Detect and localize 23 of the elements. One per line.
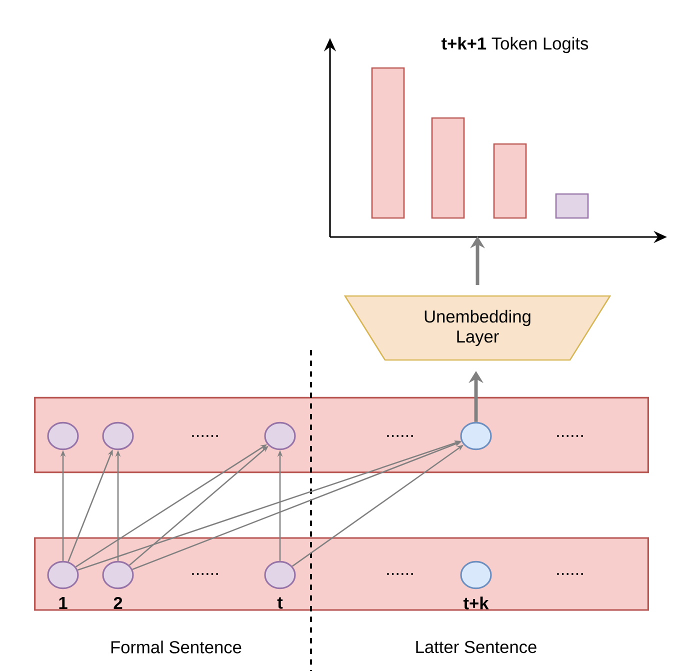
token-circle — [264, 422, 296, 450]
layer-band — [34, 537, 649, 611]
ellipsis: ...... — [387, 573, 413, 575]
token-index: t — [277, 597, 283, 609]
section-label: Formal Sentence — [111, 640, 242, 654]
ellipsis: ...... — [557, 435, 583, 437]
token-circle — [47, 422, 79, 450]
ellipsis: ...... — [557, 573, 583, 575]
section-label: Latter Sentence — [416, 640, 536, 654]
ellipsis: ...... — [192, 435, 218, 437]
token-index: t+k — [463, 596, 489, 610]
layer-band — [34, 396, 649, 474]
token-index: 2 — [114, 596, 122, 610]
token-circle — [264, 560, 296, 590]
token-circle — [102, 422, 134, 450]
token-circle — [47, 560, 79, 590]
chart-title: t+k+1 Token Logits — [442, 36, 588, 54]
token-circle — [102, 560, 134, 590]
token-index: 1 — [59, 597, 68, 609]
ellipsis: ...... — [387, 435, 413, 437]
ellipsis: ...... — [192, 573, 218, 575]
token-circle — [460, 422, 492, 450]
token-circle — [460, 560, 492, 590]
